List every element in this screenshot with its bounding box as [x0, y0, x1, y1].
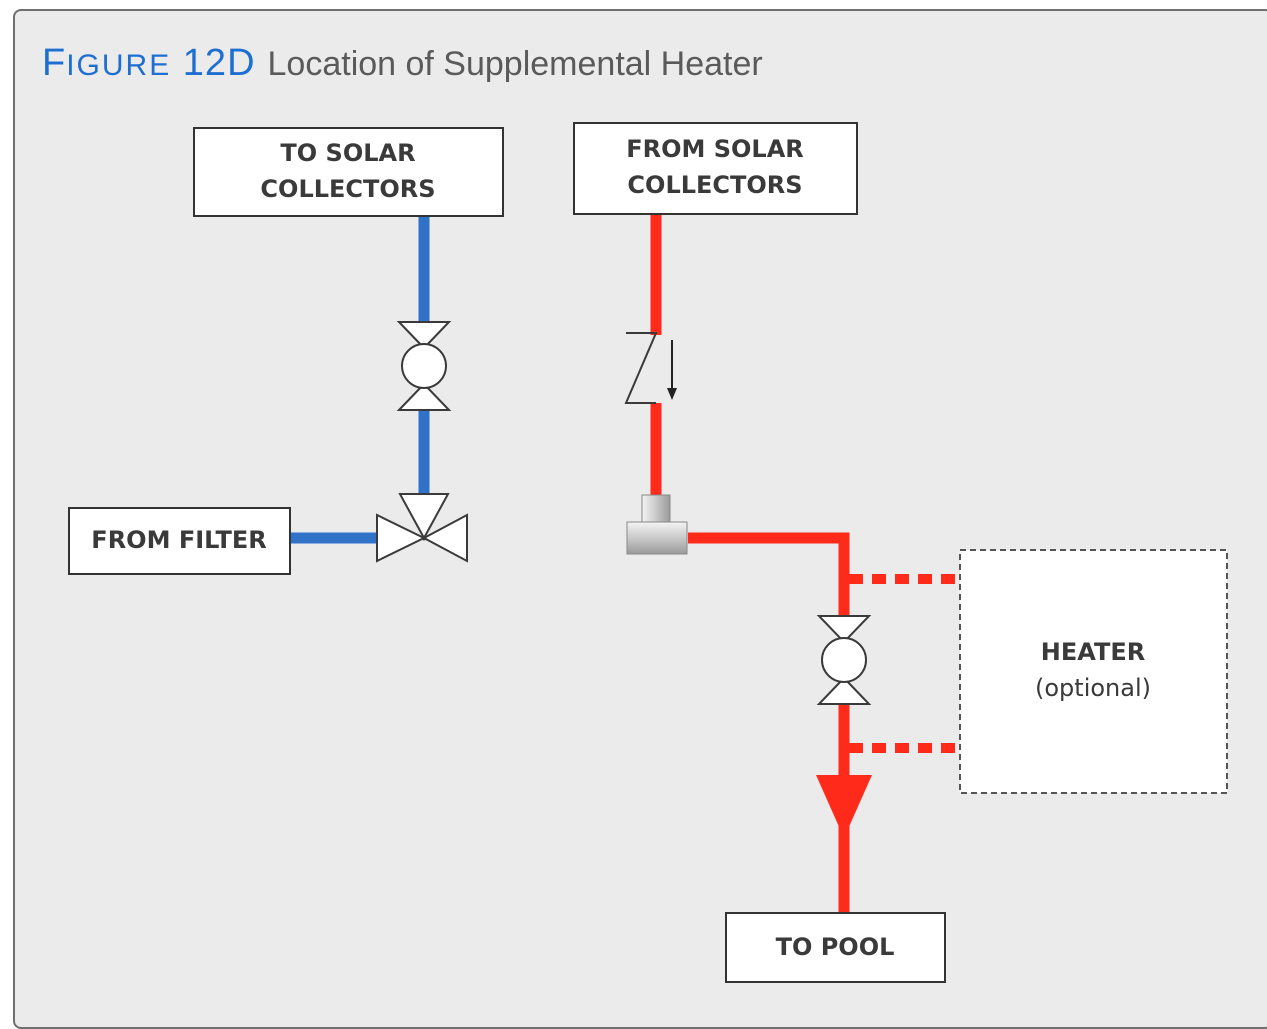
figure-label: FIGURE 12D — [42, 42, 256, 84]
tee-fitting-icon — [626, 494, 688, 555]
flow-arrow-down-icon — [816, 775, 872, 838]
figure-label-initial: F — [42, 42, 67, 84]
from-solar-line2: COLLECTORS — [627, 171, 802, 199]
check-valve-icon — [624, 332, 677, 404]
isolation-valve-icon — [396, 321, 452, 411]
isolation-valve-icon — [816, 615, 872, 705]
figure-label-rest: IGURE — [66, 49, 172, 82]
from-solar-line1: FROM SOLAR — [626, 135, 804, 163]
pipe-to-pool — [688, 532, 850, 616]
heater-box: HEATER (optional) — [959, 549, 1228, 794]
heater-label: HEATER — [1041, 638, 1145, 666]
to-pool-box: TO POOL — [725, 912, 946, 983]
diverter-valve-icon — [376, 493, 468, 563]
to-solar-line1: TO SOLAR — [280, 139, 415, 167]
from-filter-box: FROM FILTER — [68, 507, 291, 575]
figure-title: FIGURE 12D Location of Supplemental Heate… — [42, 44, 763, 82]
to-solar-collectors-box: TO SOLAR COLLECTORS — [193, 127, 504, 217]
from-solar-collectors-box: FROM SOLAR COLLECTORS — [573, 122, 858, 215]
heater-optional-label: (optional) — [1035, 674, 1151, 702]
figure-number: 12D — [182, 42, 256, 84]
to-solar-line2: COLLECTORS — [260, 175, 435, 203]
figure-caption: Location of Supplemental Heater — [267, 45, 763, 83]
to-pool-label: TO POOL — [776, 933, 895, 961]
from-filter-label: FROM FILTER — [91, 526, 266, 554]
